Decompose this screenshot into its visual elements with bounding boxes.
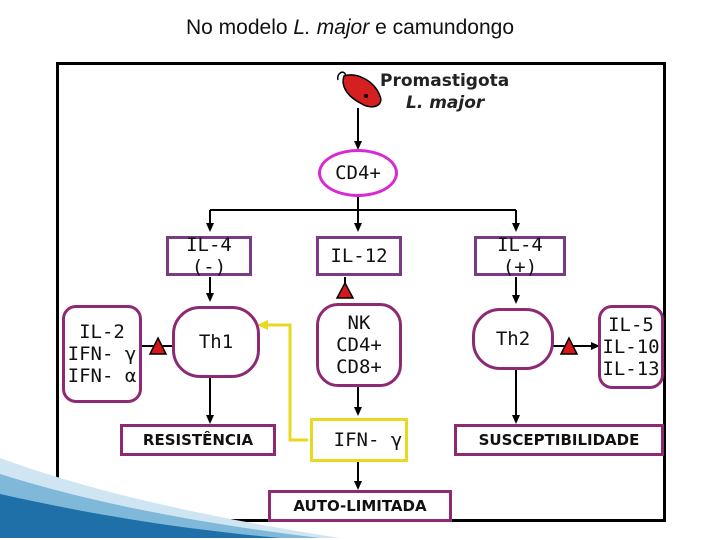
node-il12-label: IL-12 [330, 245, 388, 267]
up-triangle-il12-icon [335, 281, 355, 299]
right-cytokine-1: IL-5 [608, 314, 654, 336]
right-cytokines-list: IL-5 IL-10 IL-13 [602, 314, 659, 380]
node-th1: Th1 [172, 306, 260, 378]
up-triangle-left-icon [148, 336, 168, 355]
promastigote-name: Promastigota [380, 71, 510, 91]
right-cytokine-3: IL-13 [602, 358, 660, 380]
nk-cell-1: NK [347, 312, 371, 334]
node-il12: IL-12 [316, 236, 402, 276]
nk-cells-list: NK CD4+ CD8+ [336, 312, 382, 378]
nk-cell-2: CD4+ [336, 334, 382, 356]
node-il4-positive: IL-4 (+) [474, 234, 566, 278]
node-th2-label: Th2 [495, 328, 531, 350]
title-species: L. major [293, 16, 370, 39]
promastigote-species: L. major [406, 93, 485, 113]
title-prefix: No modelo [185, 16, 294, 39]
node-resistance: RESISTÊNCIA [120, 424, 276, 456]
up-triangle-right-icon [559, 336, 579, 355]
node-left-cytokines: IL-2 IFN- γ IFN- α [62, 305, 142, 403]
nk-cell-3: CD8+ [336, 356, 382, 378]
node-il4-negative: IL-4 (-) [166, 234, 252, 278]
node-self-limited-label: AUTO-LIMITADA [293, 497, 427, 515]
left-cytokine-1: IL-2 [79, 321, 125, 343]
node-ifn-gamma: IFN- γ [310, 418, 408, 462]
node-susceptibility: SUSCEPTIBILIDADE [454, 424, 664, 456]
node-il4-negative-label: IL-4 (-) [186, 234, 232, 278]
node-cd4: CD4+ [318, 149, 398, 197]
feedback-ifn-th1 [257, 320, 308, 442]
node-right-cytokines: IL-5 IL-10 IL-13 [598, 305, 664, 389]
left-cytokine-2: IFN- γ [67, 343, 137, 365]
node-susceptibility-label: SUSCEPTIBILIDADE [478, 431, 640, 449]
node-cd4-label: CD4+ [335, 162, 381, 184]
node-il4-positive-label: IL-4 (+) [497, 234, 543, 278]
node-self-limited: AUTO-LIMITADA [268, 490, 452, 522]
node-th2: Th2 [472, 308, 554, 370]
right-cytokine-2: IL-10 [602, 336, 660, 358]
node-ifn-gamma-label: IFN- γ [333, 429, 403, 451]
node-nk-cells: NK CD4+ CD8+ [316, 303, 402, 387]
promastigote-label: Promastigota L. major [380, 70, 509, 114]
left-cytokines-list: IL-2 IFN- γ IFN- α [68, 321, 137, 387]
node-th1-label: Th1 [198, 331, 234, 353]
title-suffix: e camundongo [369, 16, 515, 39]
decorative-swoosh [0, 458, 340, 538]
left-cytokine-3: IFN- α [67, 365, 137, 387]
node-resistance-label: RESISTÊNCIA [142, 431, 254, 449]
page-title: No modelo L. major e camundongo [0, 16, 700, 40]
promastigote-icon [336, 71, 382, 108]
